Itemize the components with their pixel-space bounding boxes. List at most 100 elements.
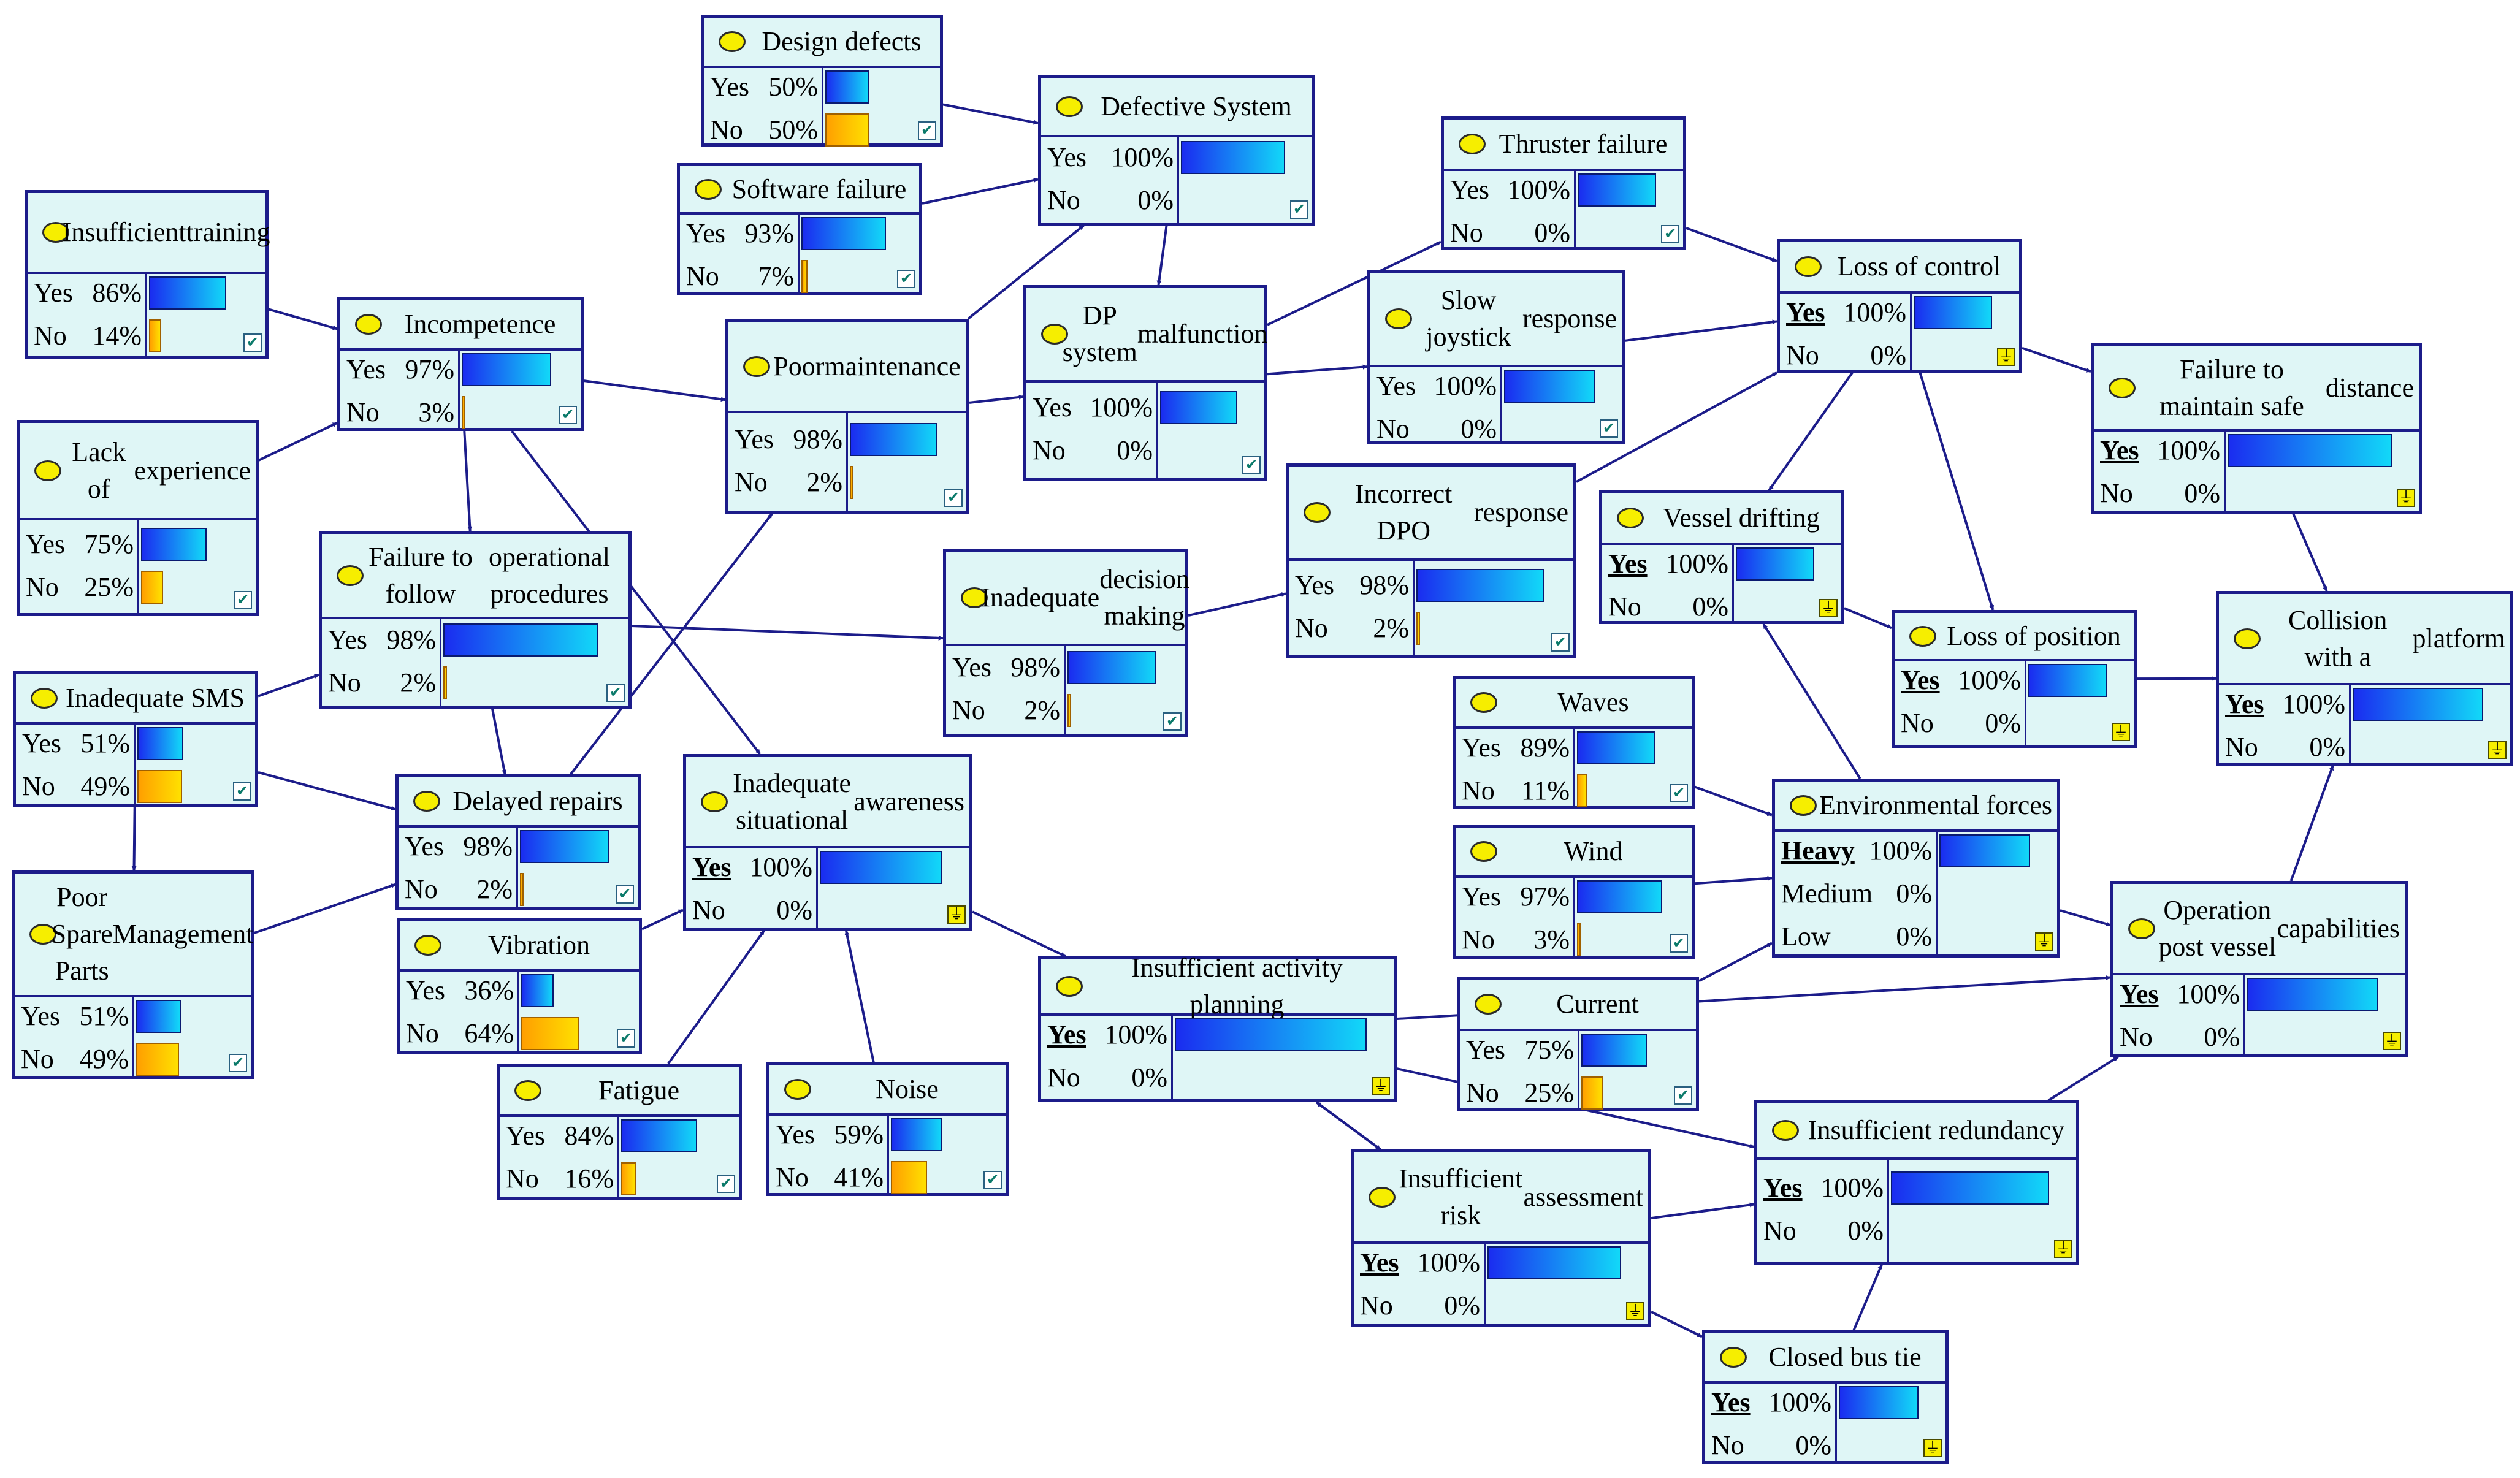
- node-status-bulb-icon: [42, 222, 69, 243]
- evidence-icon[interactable]: ⏚: [1819, 599, 1838, 617]
- evidence-icon[interactable]: ⏚: [947, 905, 966, 924]
- check-icon[interactable]: ✔: [617, 1029, 635, 1048]
- evidence-icon[interactable]: ⏚: [2383, 1032, 2401, 1050]
- edge-environmental-forces-to-vessel-drifting: [1762, 623, 1861, 780]
- check-icon[interactable]: ✔: [243, 333, 262, 352]
- node-status-bulb-icon: [1041, 324, 1068, 345]
- node-title-line: Defective System: [1101, 91, 1292, 121]
- check-icon[interactable]: ✔: [1600, 419, 1618, 438]
- bar-column-separator: [1573, 875, 1575, 956]
- node-title: Thruster failure: [1488, 120, 1678, 169]
- check-icon[interactable]: ✔: [1670, 934, 1688, 953]
- check-icon[interactable]: ✔: [606, 684, 625, 702]
- node-status-bulb-icon: [1772, 1120, 1799, 1141]
- check-icon[interactable]: ✔: [229, 1054, 247, 1072]
- state-label: No: [328, 667, 361, 698]
- check-icon[interactable]: ✔: [918, 121, 936, 140]
- check-icon[interactable]: ✔: [1661, 225, 1679, 243]
- edge-defective-system-to-dp-system-malfunction: [1156, 225, 1168, 286]
- check-icon[interactable]: ✔: [717, 1175, 735, 1193]
- check-icon[interactable]: ✔: [983, 1171, 1002, 1189]
- evidence-icon[interactable]: ⏚: [2112, 723, 2130, 741]
- state-percent: 3%: [418, 397, 454, 427]
- evidence-icon[interactable]: ⏚: [1997, 348, 2015, 366]
- state-label: Yes: [22, 728, 62, 758]
- state-probability-bar: [825, 70, 869, 104]
- node-title: Closed bus tie: [1749, 1333, 1941, 1381]
- state-label: No: [710, 115, 743, 145]
- evidence-icon[interactable]: ⏚: [1372, 1077, 1390, 1095]
- check-icon[interactable]: ✔: [944, 489, 963, 507]
- check-icon[interactable]: ✔: [234, 591, 252, 609]
- node-status-bulb-icon: [1795, 256, 1822, 277]
- check-icon[interactable]: ✔: [1163, 712, 1182, 731]
- check-icon[interactable]: ✔: [1242, 456, 1261, 474]
- check-icon[interactable]: ✔: [1551, 633, 1570, 652]
- check-icon[interactable]: ✔: [559, 406, 577, 424]
- check-icon[interactable]: ✔: [1670, 784, 1688, 802]
- check-icon[interactable]: ✔: [233, 782, 251, 801]
- state-label: Yes: [21, 1001, 61, 1031]
- check-icon[interactable]: ✔: [1290, 200, 1308, 219]
- node-title-line: Collision with a: [2288, 604, 2388, 672]
- evidence-icon[interactable]: ⏚: [2488, 741, 2507, 759]
- state-probability-bar: [1891, 1171, 2049, 1205]
- bar-column-separator: [1064, 644, 1066, 734]
- evidence-icon[interactable]: ⏚: [2035, 932, 2053, 951]
- check-icon[interactable]: ✔: [1674, 1086, 1692, 1105]
- state-label: Yes: [1295, 570, 1335, 600]
- evidence-icon[interactable]: ⏚: [2397, 489, 2415, 507]
- evidence-icon[interactable]: ⏚: [1923, 1439, 1942, 1457]
- state-percent: 0%: [1795, 1430, 1831, 1460]
- check-icon[interactable]: ✔: [616, 885, 634, 904]
- node-header: Incompetence: [340, 300, 581, 351]
- evidence-icon[interactable]: ⏚: [2054, 1240, 2072, 1258]
- evidence-icon[interactable]: ⏚: [1626, 1302, 1644, 1320]
- check-icon[interactable]: ✔: [897, 270, 915, 288]
- edge-vessel-drifting-to-loss-of-position: [1844, 607, 1892, 630]
- node-title: Insufficient activity planning: [1085, 953, 1389, 1019]
